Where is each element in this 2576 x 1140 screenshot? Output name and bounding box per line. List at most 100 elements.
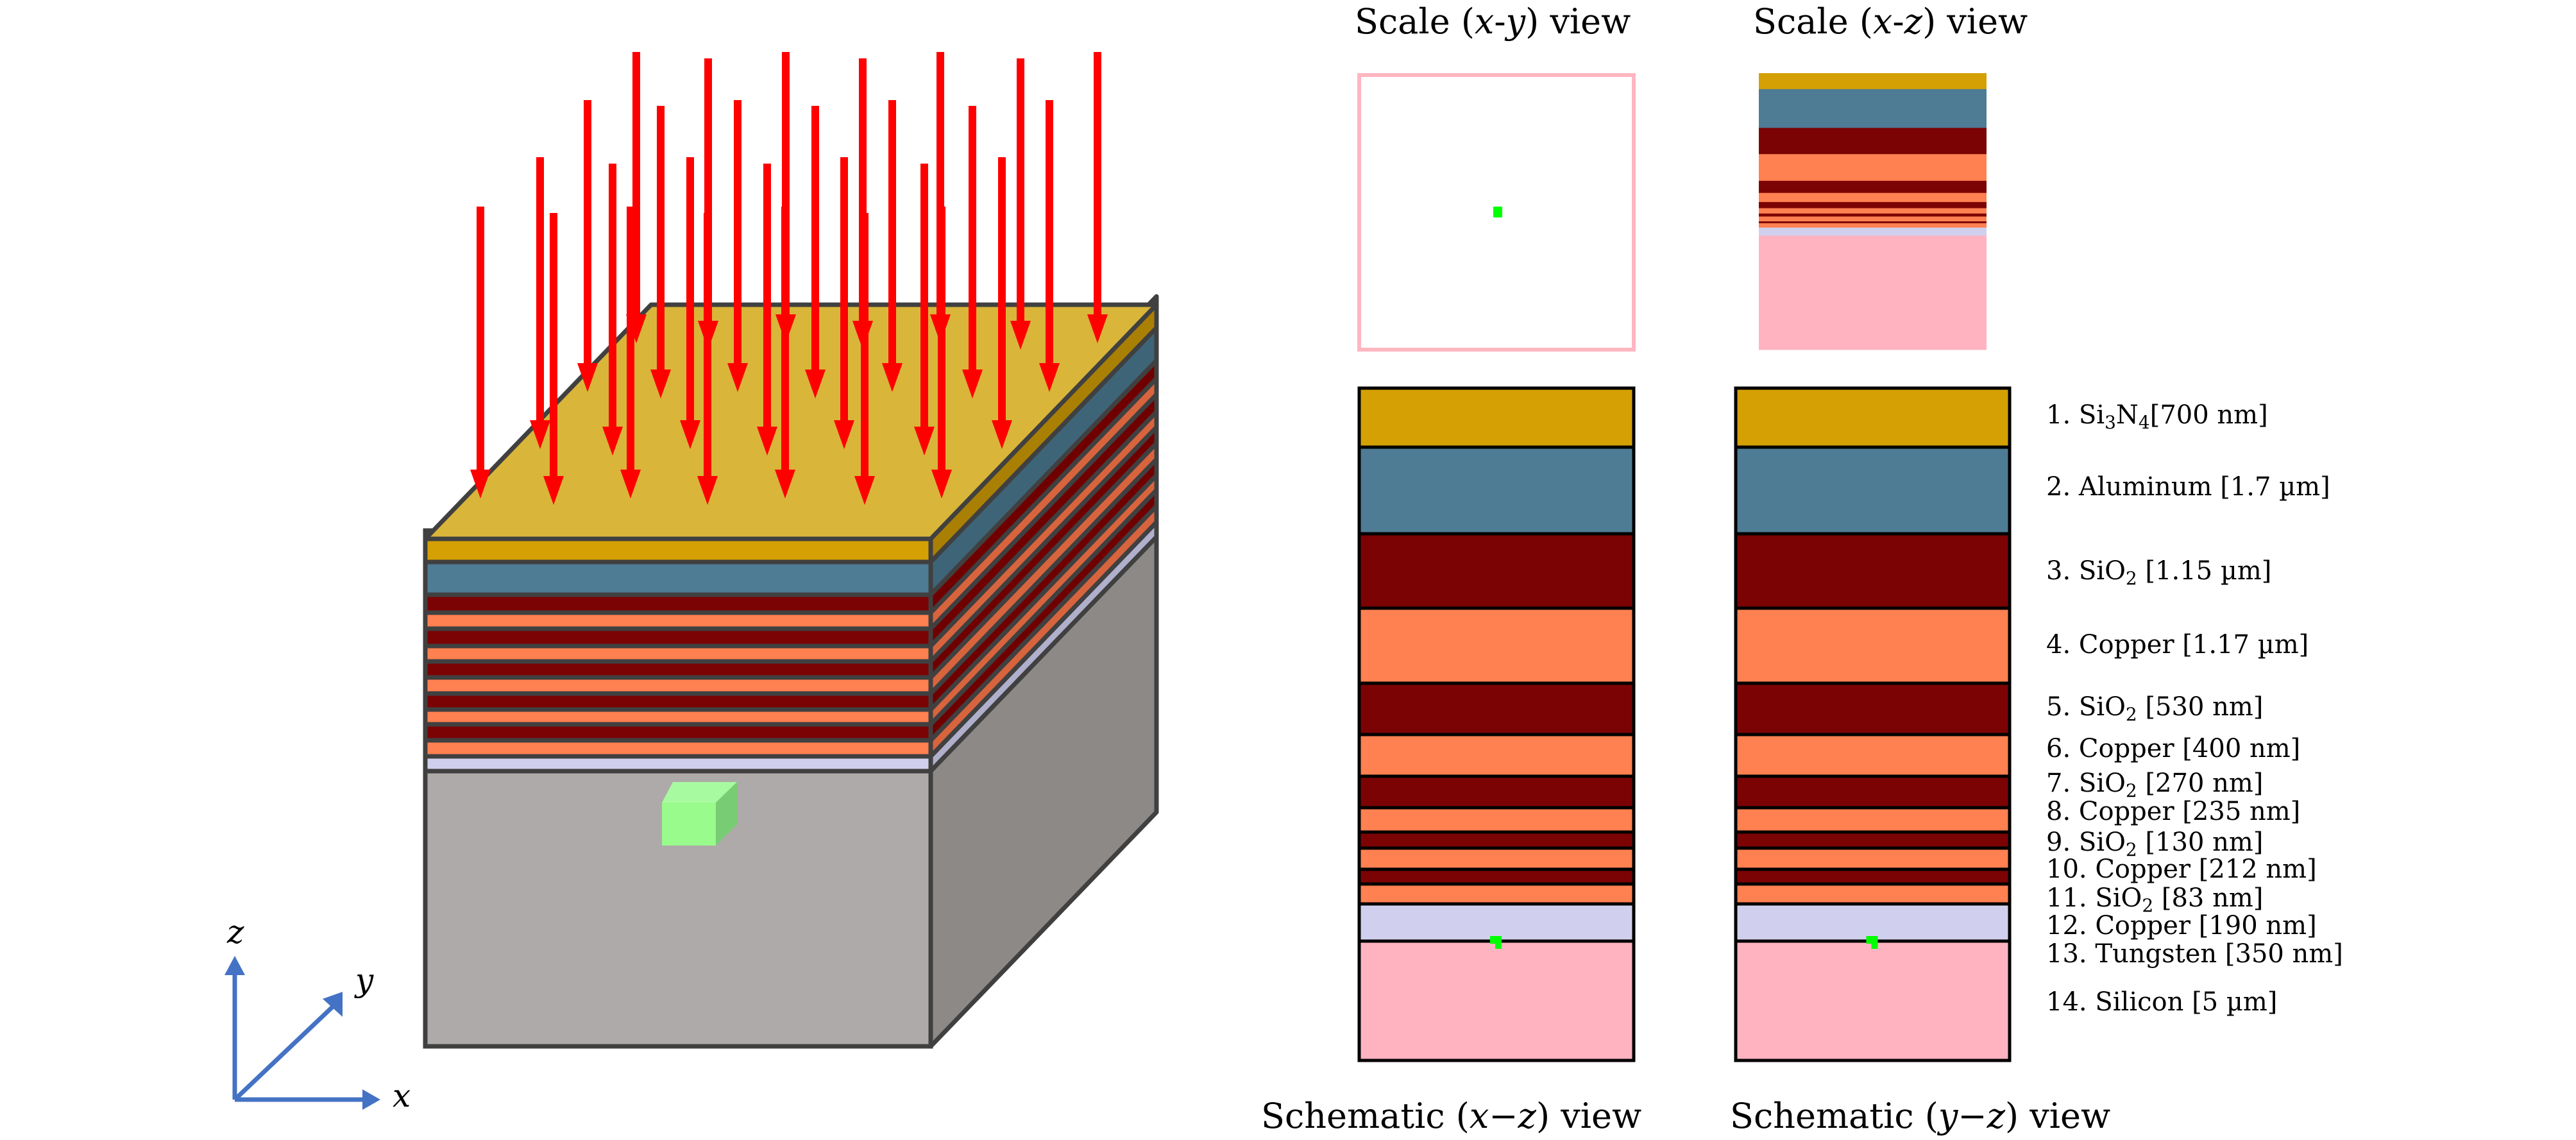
schematic-layer xyxy=(1357,882,1636,906)
y-axis-label: y xyxy=(354,962,374,999)
schematic-layer xyxy=(1734,902,2012,943)
schematic-target-marker-tail xyxy=(1871,940,1878,949)
x-axis-arrowhead xyxy=(362,1089,380,1110)
schematic-layer xyxy=(1357,830,1636,850)
schematic-layer xyxy=(1357,606,1636,685)
schematic-xz-stack xyxy=(1357,386,1636,1062)
schematic-layer xyxy=(1734,806,2012,834)
block-front-layer xyxy=(423,675,933,696)
scale-xz-title: Scale (x-z) view xyxy=(1753,1,2028,42)
scale-xz-layer xyxy=(1759,223,1987,228)
schematic-layer xyxy=(1734,830,2012,850)
legend-item: 13. Tungsten [350 nm] xyxy=(2046,939,2343,969)
z-axis-arrowhead xyxy=(225,956,245,975)
incident-beam xyxy=(470,52,1108,505)
beam-arrow xyxy=(650,106,671,398)
beam-arrow xyxy=(962,106,983,398)
schematic-layer xyxy=(1734,386,2012,449)
beam-arrow xyxy=(530,157,550,449)
schematic-layer xyxy=(1734,733,2012,778)
block-front-layer xyxy=(423,610,933,631)
scale-xz-layer xyxy=(1759,216,1987,222)
beam-arrow xyxy=(1010,58,1031,350)
beam-arrow xyxy=(577,100,598,392)
schematic-layer xyxy=(1734,774,2012,810)
schematic-layer xyxy=(1357,445,1636,536)
block-front-layer xyxy=(423,643,933,664)
scale-xz-layer xyxy=(1759,89,1987,128)
block-front-layer xyxy=(423,592,933,615)
beam-arrow xyxy=(543,213,564,505)
schematic-layer xyxy=(1357,386,1636,449)
legend-item: 2. Aluminum [1.7 µm] xyxy=(2046,472,2330,502)
schematic-layer xyxy=(1357,846,1636,871)
legend-item: 3. SiO2 [1.15 µm] xyxy=(2046,556,2271,589)
scale-xz-layer xyxy=(1759,201,1987,209)
y-axis-arrowhead xyxy=(323,992,343,1017)
beam-arrow xyxy=(854,213,875,505)
beam-arrow xyxy=(620,207,641,498)
scale-xz-layer xyxy=(1759,192,1987,203)
beam-arrow xyxy=(805,106,826,398)
legend-item: 1. Si3N4[700 nm] xyxy=(2046,400,2268,433)
beam-arrow xyxy=(757,164,777,455)
block-front-layer xyxy=(423,626,933,649)
schematic-layer xyxy=(1357,806,1636,834)
target-cube-top xyxy=(662,782,737,803)
block-front-layer xyxy=(423,691,933,712)
block-front-face xyxy=(423,528,933,1049)
y-axis xyxy=(233,1004,335,1102)
legend-item: 6. Copper [400 nm] xyxy=(2046,734,2300,763)
scale-xz-layer xyxy=(1759,208,1987,214)
scale-xz-view: Scale (x-z) view xyxy=(1753,1,2028,350)
legend-item: 4. Copper [1.17 µm] xyxy=(2046,630,2309,659)
legend-item: 10. Copper [212 nm] xyxy=(2046,855,2317,884)
schematic-layer xyxy=(1734,846,2012,871)
target-cube xyxy=(662,782,737,846)
schematic-layer xyxy=(1734,532,2012,610)
legend-item: 11. SiO2 [83 nm] xyxy=(2046,883,2263,916)
beam-arrow xyxy=(680,157,700,449)
schematic-layer xyxy=(1357,774,1636,810)
beam-arrow xyxy=(914,164,935,455)
beam-arrow xyxy=(1039,100,1060,392)
beam-arrow xyxy=(727,100,748,392)
target-cube-side xyxy=(716,782,737,846)
legend-item: 8. Copper [235 nm] xyxy=(2046,797,2300,826)
schematic-target-marker-tail xyxy=(1495,940,1502,949)
scale-xz-layer xyxy=(1759,213,1987,217)
beam-arrow xyxy=(775,207,795,498)
block-front-layer xyxy=(423,659,933,680)
schematic-yz-stack xyxy=(1734,386,2012,1062)
schematic-xz-title: Schematic (x−z) view xyxy=(1261,1096,1641,1136)
scale-xz-layer xyxy=(1759,221,1987,224)
beam-arrow xyxy=(882,100,902,392)
schematic-layer xyxy=(1734,939,2012,1062)
schematic-layer xyxy=(1357,902,1636,943)
beam-arrow xyxy=(992,157,1012,449)
block-front-layer xyxy=(423,722,933,743)
z-axis-label: z xyxy=(226,914,244,951)
legend-item: 12. Copper [190 nm] xyxy=(2046,911,2317,940)
scale-xz-layer xyxy=(1759,180,1987,194)
schematic-layer xyxy=(1734,445,2012,536)
scale-xz-layer xyxy=(1759,154,1987,182)
scale-xz-stack xyxy=(1759,73,1987,350)
scale-xz-layer xyxy=(1759,73,1987,90)
schematic-layer xyxy=(1357,733,1636,778)
scale-xy-view: Scale (x-y) view xyxy=(1355,1,1636,352)
schematic-layer xyxy=(1734,681,2012,736)
target-cube-front xyxy=(662,803,716,846)
legend-item: 7. SiO2 [270 nm] xyxy=(2046,769,2263,801)
scale-xy-target-marker xyxy=(1493,207,1502,217)
scale-xz-layer xyxy=(1759,128,1987,155)
beam-arrow xyxy=(697,213,718,505)
beam-arrow xyxy=(834,157,854,449)
schematic-layer xyxy=(1357,681,1636,736)
legend-item: 9. SiO2 [130 nm] xyxy=(2046,828,2263,860)
beam-arrow xyxy=(470,207,491,498)
schematic-layer xyxy=(1734,606,2012,685)
schematic-layer xyxy=(1734,867,2012,886)
